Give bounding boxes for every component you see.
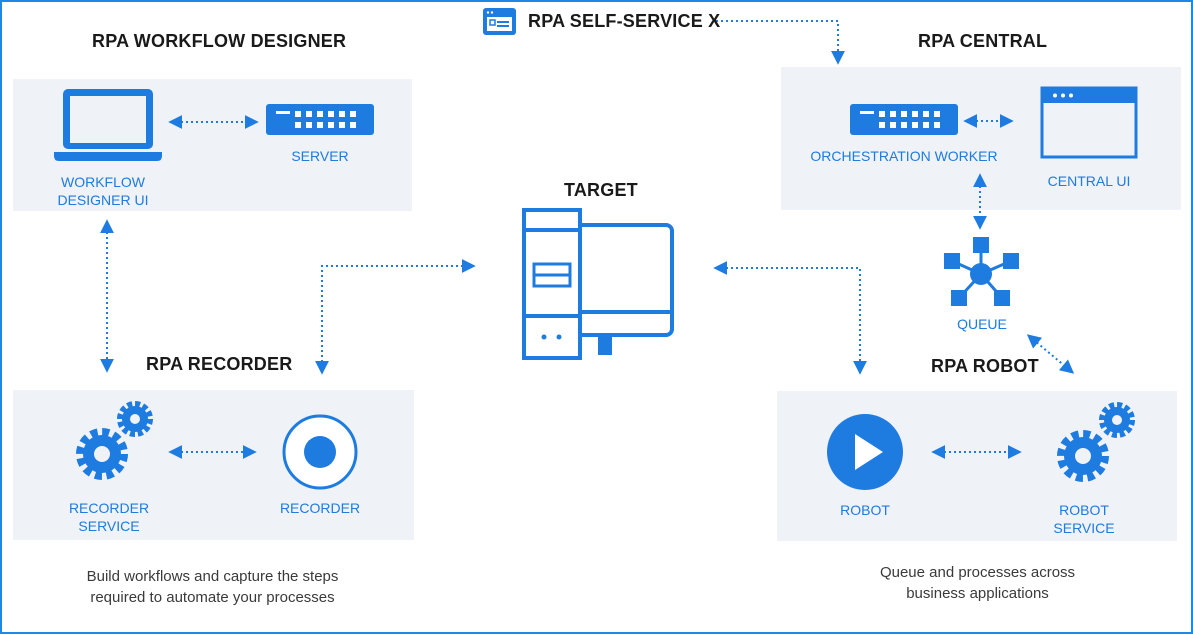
- connector-recorder-target: [315, 259, 476, 375]
- robot-label: ROBOT: [840, 502, 890, 518]
- target-title: TARGET: [564, 180, 638, 200]
- recorder-label: RECORDER: [279, 500, 361, 516]
- workflow-designer-title: RPA WORKFLOW DESIGNER: [92, 31, 347, 51]
- header-title: RPA SELF-SERVICE X: [528, 11, 721, 31]
- orchestration-worker-label: ORCHESTRATION WORKER: [810, 148, 998, 164]
- robot-service-label: ROBOT SERVICE: [1024, 501, 1144, 537]
- robot-title: RPA ROBOT: [931, 356, 1039, 376]
- recorder-service-label: RECORDER SERVICE: [49, 499, 169, 535]
- connector-selfservice-central: [716, 20, 845, 65]
- workflow-designer-ui-label-line2: DESIGNER UI: [57, 192, 149, 208]
- connector-queue-robotservice: [1026, 334, 1075, 374]
- queue-label: QUEUE: [957, 316, 1007, 332]
- recorder-description: Build workflows and capture the steps re…: [86, 568, 339, 606]
- recorder-title: RPA RECORDER: [146, 354, 293, 374]
- robot-service-label-line1: ROBOT: [1059, 502, 1109, 518]
- workflow-designer-ui-label: WORKFLOW DESIGNER UI: [43, 173, 163, 209]
- central-ui-label: CENTRAL UI: [1047, 173, 1131, 189]
- robot-description: Queue and processes across business appl…: [879, 564, 1076, 602]
- workflow-designer-ui-label-line1: WORKFLOW: [61, 174, 145, 190]
- robot-service-label-line2: SERVICE: [1053, 520, 1115, 536]
- central-title: RPA CENTRAL: [918, 31, 1048, 51]
- recorder-service-label-line1: RECORDER: [68, 500, 150, 516]
- recorder-service-label-line2: SERVICE: [78, 518, 140, 534]
- server-label: SERVER: [291, 148, 349, 164]
